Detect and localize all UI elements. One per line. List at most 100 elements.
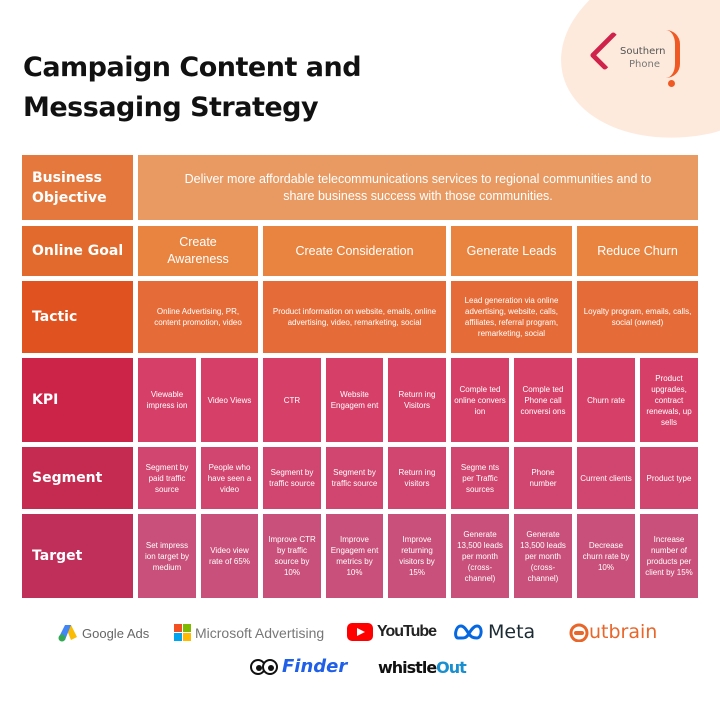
logo-dot-icon bbox=[668, 80, 675, 87]
partner-name: YouTube bbox=[377, 623, 437, 640]
target-text: Generate 13,500 leads per month (cross-c… bbox=[520, 529, 566, 583]
segment-text: Segme nts per Traffic sources bbox=[460, 462, 500, 494]
partner-meta: Meta bbox=[454, 621, 535, 643]
kpi-cell: CTR bbox=[263, 358, 321, 442]
target-text: Increase number of products per client b… bbox=[645, 535, 693, 577]
segment-cell: Phone number bbox=[514, 447, 572, 509]
kpi-text: Video Views bbox=[207, 395, 252, 405]
microsoft-icon bbox=[174, 624, 191, 641]
business-objective-text: Deliver more affordable telecommunicatio… bbox=[184, 171, 652, 203]
segment-cell: Return ing visitors bbox=[388, 447, 446, 509]
target-cell: Decrease churn rate by 10% bbox=[577, 514, 635, 598]
kpi-cell: Product upgrades, contract renewals, up … bbox=[640, 358, 698, 442]
partner-name: Finder bbox=[282, 656, 348, 677]
goal-cell: Reduce Churn bbox=[577, 226, 698, 276]
kpi-cell: Video Views bbox=[201, 358, 258, 442]
goal-cell: Create Awareness bbox=[138, 226, 258, 276]
partner-finder: Finder bbox=[250, 656, 347, 677]
kpi-text: Return ing Visitors bbox=[398, 390, 436, 410]
row-label-business-objective: Business Objective bbox=[22, 155, 133, 220]
kpi-cell: Comple ted Phone call conversi ons bbox=[514, 358, 572, 442]
tactic-cell: Loyalty program, emails, calls, social (… bbox=[577, 281, 698, 353]
target-cell: Generate 13,500 leads per month (cross-c… bbox=[514, 514, 572, 598]
segment-cell: Segment by traffic source bbox=[263, 447, 321, 509]
goal-text: Reduce Churn bbox=[597, 243, 678, 258]
segment-text: People who have seen a video bbox=[207, 462, 252, 494]
partner-youtube: YouTube bbox=[347, 623, 437, 641]
logo-right-bracket-icon bbox=[666, 30, 680, 78]
partner-name-main: whistle bbox=[378, 658, 437, 677]
segment-text: Return ing visitors bbox=[398, 468, 436, 488]
label-text: Target bbox=[32, 548, 83, 564]
kpi-text: Viewable impress ion bbox=[146, 390, 188, 410]
label-text: KPI bbox=[32, 392, 59, 408]
partner-name: Google Ads bbox=[82, 625, 150, 641]
kpi-cell: Viewable impress ion bbox=[138, 358, 196, 442]
target-text: Improve CTR by traffic source by 10% bbox=[268, 535, 316, 577]
segment-cell: Product type bbox=[640, 447, 698, 509]
target-cell: Improve returning visitors by 15% bbox=[388, 514, 446, 598]
segment-cell: Current clients bbox=[577, 447, 635, 509]
target-text: Generate 13,500 leads per month (cross-c… bbox=[457, 529, 503, 583]
segment-text: Segment by traffic source bbox=[331, 468, 378, 488]
target-cell: Set impress ion target by medium bbox=[138, 514, 196, 598]
label-text: Segment bbox=[32, 470, 103, 486]
kpi-cell: Return ing Visitors bbox=[388, 358, 446, 442]
segment-cell: Segment by traffic source bbox=[326, 447, 383, 509]
tactic-cell: Product information on website, emails, … bbox=[263, 281, 446, 353]
tactic-text: Loyalty program, emails, calls, social (… bbox=[583, 307, 692, 327]
segment-text: Segment by paid traffic source bbox=[145, 462, 189, 494]
segment-cell: Segment by paid traffic source bbox=[138, 447, 196, 509]
target-cell: Improve CTR by traffic source by 10% bbox=[263, 514, 321, 598]
kpi-cell: Website Engagem ent bbox=[326, 358, 383, 442]
partner-name: utbrain bbox=[589, 621, 658, 643]
target-cell: Improve Engagem ent metrics by 10% bbox=[326, 514, 383, 598]
partner-whistleout: whistleOut bbox=[378, 658, 467, 677]
goal-text: Create Awareness bbox=[167, 235, 229, 266]
kpi-cell: Comple ted online convers ion bbox=[451, 358, 509, 442]
kpi-text: Churn rate bbox=[587, 395, 625, 405]
segment-text: Phone number bbox=[529, 468, 557, 488]
target-cell: Generate 13,500 leads per month (cross-c… bbox=[451, 514, 509, 598]
goal-text: Create Consideration bbox=[295, 243, 414, 258]
segment-cell: Segme nts per Traffic sources bbox=[451, 447, 509, 509]
label-text: Business Objective bbox=[32, 169, 107, 206]
meta-infinity-icon bbox=[454, 624, 483, 640]
kpi-text: CTR bbox=[283, 395, 301, 405]
segment-text: Segment by traffic source bbox=[269, 468, 315, 488]
partner-name: whistleOut bbox=[378, 658, 467, 677]
kpi-text: Product upgrades, contract renewals, up … bbox=[646, 373, 692, 427]
logo-name-line1: Southern bbox=[620, 46, 666, 57]
partner-microsoft-advertising: Microsoft Advertising bbox=[174, 624, 324, 641]
target-text: Improve Engagem ent metrics by 10% bbox=[330, 535, 379, 577]
segment-text: Current clients bbox=[580, 473, 632, 483]
goal-cell: Create Consideration bbox=[263, 226, 446, 276]
goal-cell: Generate Leads bbox=[451, 226, 572, 276]
business-objective-cell: Deliver more affordable telecommunicatio… bbox=[138, 155, 698, 220]
logo-name-line2: Phone bbox=[629, 59, 660, 70]
page-title: Campaign Content and Messaging Strategy bbox=[23, 48, 443, 128]
title-line-2: Messaging Strategy bbox=[23, 92, 319, 123]
row-label-kpi: KPI bbox=[22, 358, 133, 442]
segment-cell: People who have seen a video bbox=[201, 447, 258, 509]
row-label-tactic: Tactic bbox=[22, 281, 133, 353]
kpi-text: Comple ted Phone call conversi ons bbox=[520, 384, 566, 416]
tactic-text: Lead generation via online advertising, … bbox=[464, 296, 559, 338]
kpi-cell: Churn rate bbox=[577, 358, 635, 442]
partner-google-ads: Google Ads bbox=[58, 624, 149, 642]
partner-name: Microsoft Advertising bbox=[195, 624, 325, 641]
tactic-text: Product information on website, emails, … bbox=[272, 307, 437, 327]
outbrain-o-icon bbox=[569, 623, 589, 642]
target-text: Set impress ion target by medium bbox=[144, 540, 190, 572]
google-ads-icon bbox=[58, 625, 77, 642]
southern-phone-logo: Southern Phone bbox=[589, 28, 688, 90]
segment-text: Product type bbox=[646, 473, 692, 483]
kpi-text: Website Engagem ent bbox=[330, 390, 379, 410]
row-label-online-goal: Online Goal bbox=[22, 226, 133, 276]
tactic-cell: Online Advertising, PR, content promotio… bbox=[138, 281, 258, 353]
partner-name-accent: Out bbox=[436, 658, 467, 677]
target-cell: Increase number of products per client b… bbox=[640, 514, 698, 598]
label-text: Online Goal bbox=[32, 243, 124, 259]
label-text: Tactic bbox=[32, 309, 78, 325]
finder-eyes-icon bbox=[250, 658, 278, 675]
